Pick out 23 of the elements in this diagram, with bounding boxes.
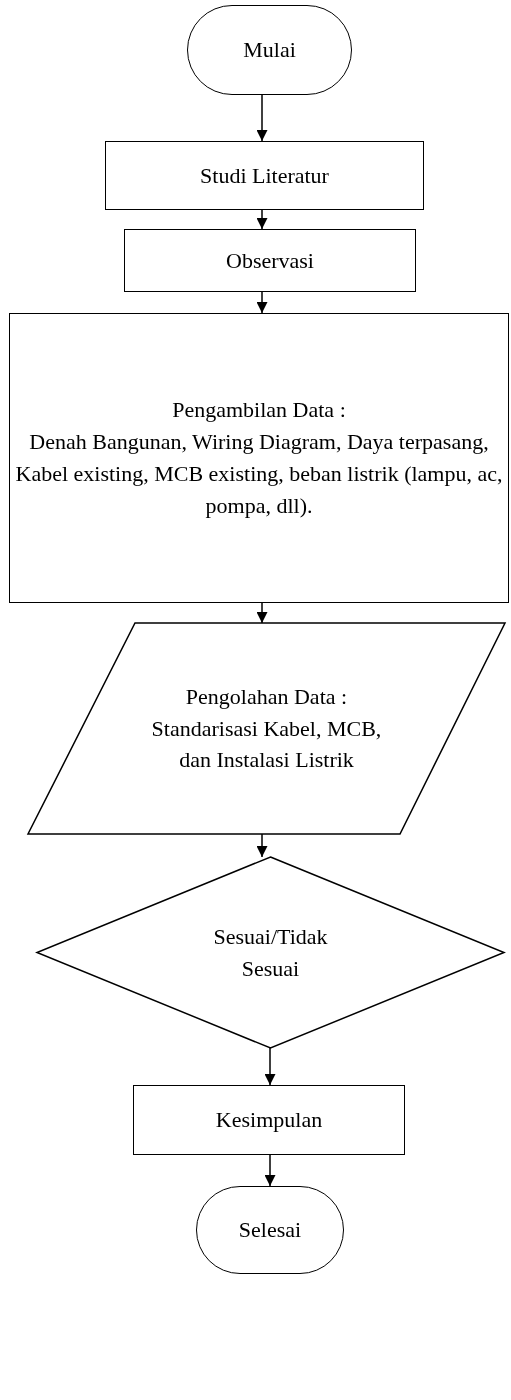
decision-diamond: [37, 857, 504, 1048]
arrow: [256, 209, 268, 230]
arrow: [264, 1047, 276, 1086]
data-parallelogram: [28, 623, 505, 834]
process-box: [133, 1085, 405, 1155]
process-box: [105, 141, 424, 210]
node-text: Studi Literatur: [200, 161, 329, 190]
arrow: [256, 833, 268, 858]
node-heading: Pengambilan Data :: [172, 396, 346, 425]
node-heading: Pengolahan Data :: [185, 682, 348, 711]
node-text: Selesai: [238, 1216, 302, 1245]
arrow: [256, 94, 268, 142]
node-text: Mulai: [243, 36, 296, 65]
node-text: Denah Bangunan, Wiring Diagram, Daya terpasang, Kabel existing, MCB existing, beban listrik (lampu, ac, pompa, dll).: [14, 428, 504, 520]
process-box: [124, 229, 416, 292]
node-text: Observasi: [226, 246, 314, 275]
arrow: [256, 602, 268, 624]
arrow: [256, 291, 268, 314]
node-text: Kesimpulan: [215, 1106, 323, 1135]
node-text: Standarisasi Kabel, MCB, dan Instalasi Listrik: [151, 714, 382, 775]
arrow: [264, 1154, 276, 1187]
process-box: [9, 313, 509, 603]
node-text: Sesuai/Tidak Sesuai: [212, 922, 329, 983]
